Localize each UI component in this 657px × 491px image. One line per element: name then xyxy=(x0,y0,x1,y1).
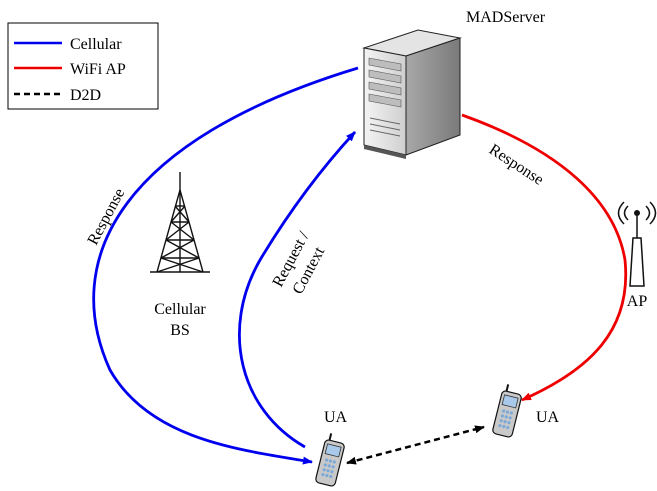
ua-right-label: UA xyxy=(536,409,560,426)
legend-label-wifi: WiFi AP xyxy=(70,61,126,78)
edge-cellular-request: Request / Context xyxy=(238,131,357,449)
legend-label-cellular: Cellular xyxy=(70,36,122,53)
cellular-bs-node: Cellular BS xyxy=(150,172,210,339)
mobile-phone-icon xyxy=(492,384,522,438)
server-node: MADServer xyxy=(362,9,546,159)
cellular-bs-label-line1: Cellular xyxy=(154,301,206,318)
server-icon xyxy=(362,29,462,159)
ap-node: AP xyxy=(617,201,657,310)
cellular-bs-label-line2: BS xyxy=(170,322,190,339)
cell-tower-icon xyxy=(150,172,210,273)
ua-left-label: UA xyxy=(324,409,348,426)
legend: Cellular WiFi AP D2D xyxy=(7,22,159,110)
legend-label-d2d: D2D xyxy=(70,87,101,104)
server-label: MADServer xyxy=(466,9,546,26)
ua-left-node: UA xyxy=(315,409,348,487)
edge-wifi-response: Response xyxy=(461,113,628,402)
mobile-phone-icon xyxy=(315,433,345,487)
ap-label: AP xyxy=(627,293,648,310)
edge-d2d xyxy=(346,425,485,465)
wifi-ap-icon xyxy=(617,201,657,287)
ua-right-node: UA xyxy=(492,384,560,438)
legend-item-wifi: WiFi AP xyxy=(14,61,126,78)
legend-item-cellular: Cellular xyxy=(14,36,122,53)
legend-item-d2d: D2D xyxy=(14,87,101,104)
